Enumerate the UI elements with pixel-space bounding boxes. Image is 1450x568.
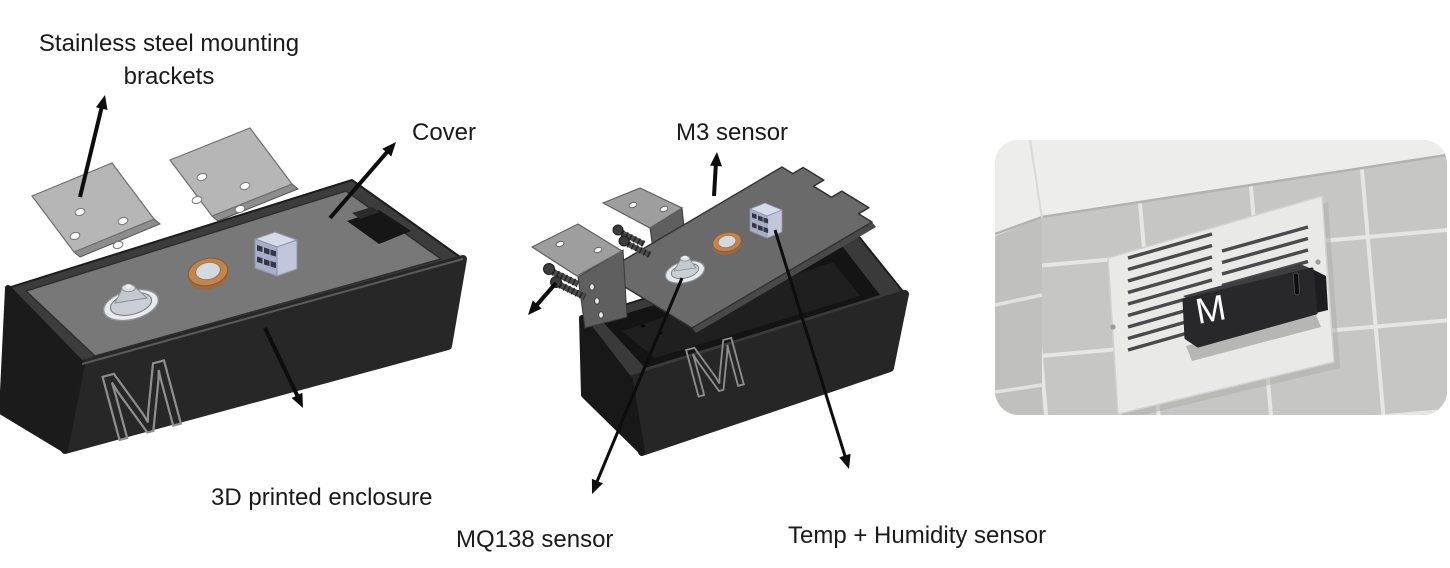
- photo-svg: M: [995, 140, 1447, 415]
- leader-to-mq138-label: [591, 277, 684, 494]
- copper-ring-sensor-shape: [187, 257, 229, 290]
- arrow-to-mounting-brackets: [78, 95, 108, 198]
- exploded-enclosure-render: M: [530, 166, 909, 456]
- label-mounting-brackets: Stainless steel mounting brackets: [38, 30, 300, 90]
- label-temp-humidity-sensor: Temp + Humidity sensor: [788, 522, 1047, 549]
- screw: [543, 263, 580, 288]
- front-edge-highlight: [81, 258, 464, 365]
- label-m3-sensor: M3 sensor: [676, 119, 789, 146]
- corner-wall-facet: [995, 219, 1043, 415]
- arrow-to-enclosure: [263, 327, 303, 408]
- screw: [550, 276, 587, 301]
- leader-to-temp-humidity-label: [773, 229, 851, 469]
- device-slot: [1292, 272, 1301, 296]
- arrow-to-screws: [528, 281, 558, 315]
- ceiling-corner-line: [1029, 140, 1043, 219]
- label-mq138-sensor: MQ138 sensor: [456, 526, 614, 553]
- device-shadow: [1186, 315, 1321, 361]
- label-cover: Cover: [412, 119, 477, 146]
- exploded-bracket-front: [530, 223, 628, 329]
- mounting-screws: [543, 224, 652, 301]
- label-3d-printed-enclosure: 3D printed enclosure: [211, 484, 433, 511]
- open-enclosure-box: M: [579, 232, 909, 456]
- ceiling-edge: [995, 215, 1043, 236]
- screw: [612, 224, 646, 247]
- terminal-block-shape: [253, 231, 299, 277]
- vent-screw: [1110, 324, 1116, 330]
- assembled-enclosure-render: M: [0, 127, 467, 463]
- mounting-bracket-1: [31, 162, 161, 258]
- panel-cutout-step: [352, 207, 380, 219]
- screw: [618, 235, 652, 258]
- mounting-bracket-2: [169, 127, 299, 222]
- enclosure-left-face: [0, 285, 85, 453]
- logo-m-photo: M: [1192, 286, 1229, 332]
- vent-screw: [1315, 259, 1321, 265]
- ceiling-edge: [1041, 153, 1447, 219]
- copper-ring-exploded: [712, 231, 742, 255]
- exploded-annotation-arrows: [528, 152, 851, 494]
- device-box: M: [1182, 264, 1328, 348]
- exploded-cover-plate: [601, 166, 876, 333]
- installed-device-photo: M: [995, 140, 1447, 415]
- assembled-annotation-arrows: [78, 95, 396, 408]
- mq138-sensor-shape: [102, 283, 160, 322]
- arrow-to-m3-label: [710, 152, 722, 197]
- mq138-sensor-exploded: [664, 255, 706, 284]
- ceiling: [995, 140, 1447, 236]
- arrow-to-cover: [328, 142, 396, 220]
- terminal-block-exploded: [748, 202, 784, 239]
- panel-cutout: [347, 210, 411, 244]
